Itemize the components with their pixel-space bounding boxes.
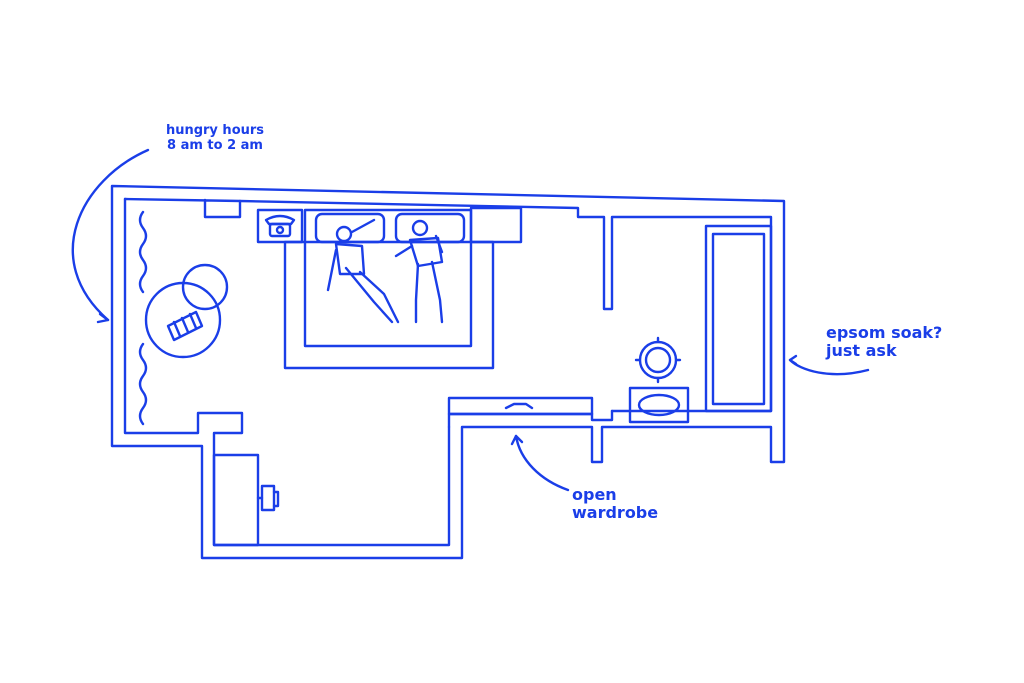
wardrobe-note: open wardrobe <box>572 485 659 523</box>
bathtub <box>704 224 773 413</box>
hungry-hours-line2: 8 am to 2 am <box>167 137 263 153</box>
telephone-icon <box>264 214 296 238</box>
wardrobe-line2: wardrobe <box>572 503 659 523</box>
epsom-line1: epsom soak? <box>826 323 943 342</box>
sleeping-couple-icon <box>326 218 444 324</box>
wardrobe-line1: open <box>572 485 617 504</box>
bathroom <box>628 224 773 424</box>
epsom-line2: just ask <box>826 341 897 361</box>
bed <box>283 206 523 370</box>
annotation-arrows <box>71 148 870 492</box>
armchair-icon <box>144 263 229 359</box>
chair-icon <box>256 484 280 512</box>
hungry-hours-line1: hungry hours <box>165 123 265 138</box>
curtain <box>138 210 148 426</box>
open-wardrobe <box>447 396 594 416</box>
mirror-icon <box>634 336 682 384</box>
hungry-hours-note: hungry hours 8 am to 2 am <box>150 123 280 154</box>
desk <box>212 453 280 547</box>
sink-icon <box>628 386 690 424</box>
nightstand <box>256 208 304 244</box>
epsom-note: epsom soak? just ask <box>826 323 943 361</box>
